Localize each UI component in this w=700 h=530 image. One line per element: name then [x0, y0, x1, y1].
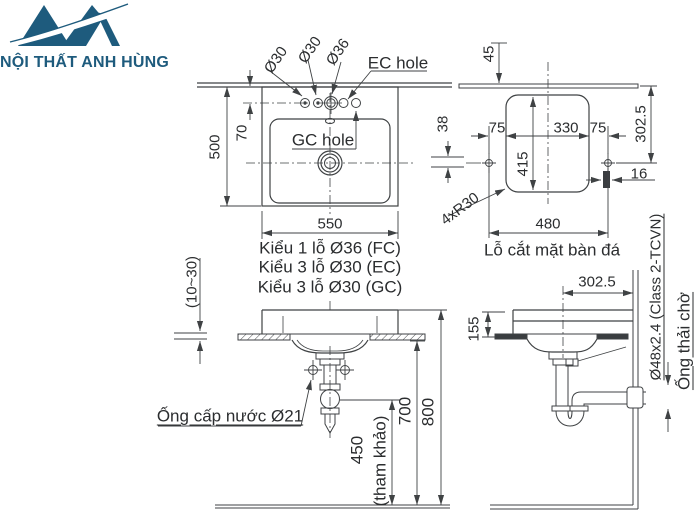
side-view-drawing	[482, 270, 672, 510]
waste-pipe-label: Ống thải chờ	[674, 291, 694, 391]
dim-330-label: 330	[553, 119, 579, 137]
variant-fc-label: Kiểu 1 lỗ Ø36 (FC)	[259, 238, 401, 258]
cutout-view-drawing	[431, 42, 657, 238]
dim-800-label: 800	[418, 397, 438, 427]
brand-name: NỘI THẤT ANH HÙNG	[0, 54, 170, 71]
cutout-caption: Lỗ cắt mặt bàn đá	[483, 240, 621, 260]
top-view-drawing	[197, 59, 452, 239]
gc-hole-label: GC hole	[291, 130, 355, 150]
variant-gc-label: Kiểu 3 lỗ Ø30 (GC)	[257, 277, 403, 297]
dim-480-label: 480	[535, 215, 561, 233]
supply-pipe-label: Ống cấp nước Ø21	[156, 406, 304, 426]
dim-75-left-label: 75	[488, 119, 506, 137]
dim-16-label: 16	[630, 165, 648, 183]
waste-pipe-spec-label: Ø48x2.4 (Class 2-TCVN)	[647, 213, 665, 381]
variant-ec-label: Kiểu 3 lỗ Ø30 (EC)	[258, 257, 402, 277]
dim-550-label: 550	[317, 215, 343, 233]
dim-302-5-top-label: 302.5	[632, 105, 650, 143]
dim-155-label: 155	[465, 316, 483, 342]
dim-450-label: 450	[347, 435, 367, 465]
dim-45-label: 45	[480, 45, 498, 63]
dim-700-label: 700	[395, 396, 415, 426]
counter-thickness-label: (10~30)	[183, 255, 201, 309]
ec-hole-label: EC hole	[367, 53, 429, 73]
dim-302-5-side-label: 302.5	[578, 273, 616, 291]
dim-415-label: 415	[514, 151, 532, 177]
dim-38-label: 38	[434, 115, 452, 133]
dim-500-label: 500	[206, 134, 224, 160]
anh-hung-logo-icon	[9, 3, 129, 47]
dim-450-note-label: (tham khảo)	[370, 415, 390, 507]
dim-75-right-label: 75	[589, 119, 607, 137]
front-view-drawing	[158, 258, 450, 509]
brand-logo: NỘI THẤT ANH HÙNG	[0, 2, 170, 72]
dim-70-label: 70	[233, 124, 251, 142]
